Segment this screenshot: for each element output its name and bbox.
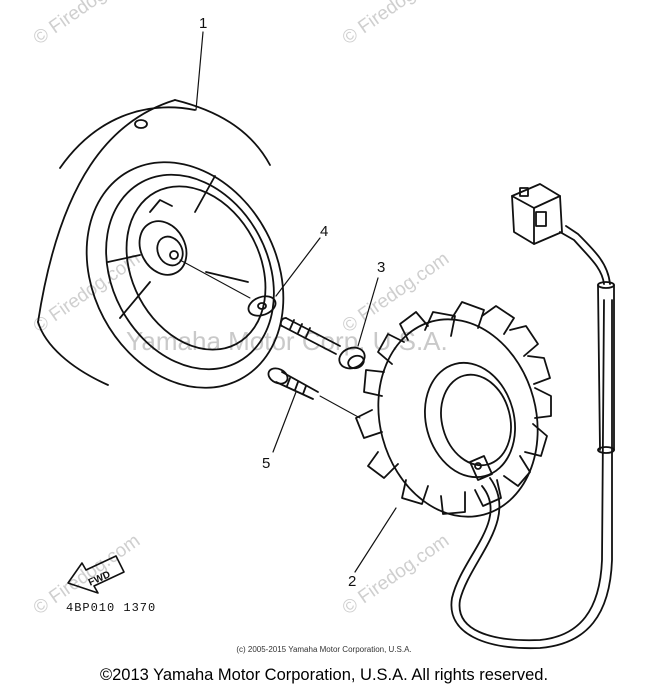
callout-4: 4 bbox=[320, 223, 328, 240]
washer bbox=[247, 295, 277, 317]
callout-1: 1 bbox=[199, 15, 207, 32]
wire-harness bbox=[450, 183, 615, 650]
callout-3: 3 bbox=[377, 259, 385, 276]
copyright-small: (c) 2005-2015 Yamaha Motor Corporation, … bbox=[236, 645, 412, 654]
bolt-with-washer bbox=[279, 317, 366, 370]
fwd-arrow-icon bbox=[67, 555, 125, 594]
screw bbox=[267, 367, 319, 400]
callout-2: 2 bbox=[348, 573, 356, 590]
diagram-code: 4BP010 1370 bbox=[66, 601, 157, 615]
flywheel-rotor bbox=[37, 99, 285, 389]
copyright-main: ©2013 Yamaha Motor Corporation, U.S.A. A… bbox=[99, 666, 549, 684]
stator-coil bbox=[355, 301, 552, 518]
callout-5: 5 bbox=[262, 455, 270, 472]
fwd-label: FWD bbox=[87, 569, 112, 588]
